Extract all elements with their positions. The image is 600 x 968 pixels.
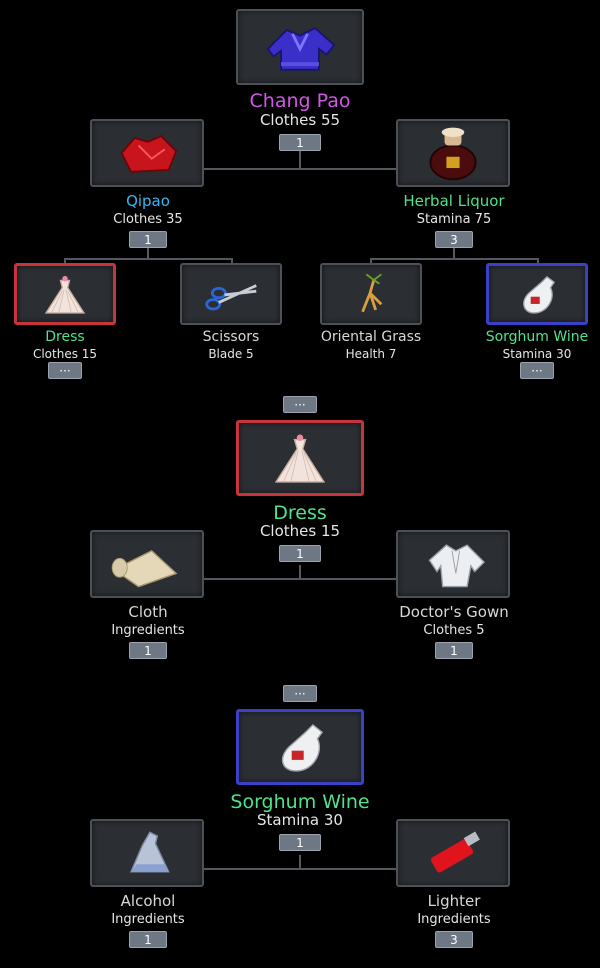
item-name: Oriental Grass: [320, 329, 422, 345]
item-slot-cloth[interactable]: [90, 530, 204, 598]
item-name: Dress: [273, 502, 327, 524]
item-name: Dress: [45, 329, 85, 345]
connector: [299, 855, 301, 869]
item-slot-sorghum-wine[interactable]: [236, 709, 364, 785]
lighter-icon: [430, 831, 480, 873]
connector: [453, 248, 455, 259]
item-name: Chang Pao: [249, 90, 351, 112]
flask-icon: [129, 831, 170, 873]
item-stat: Clothes 5: [423, 623, 485, 638]
item-stat: Ingredients: [417, 912, 491, 927]
cloth-roll-icon: [111, 549, 178, 588]
item-name: Doctor's Gown: [399, 603, 509, 621]
item-stat: Stamina 75: [416, 212, 492, 227]
connector: [370, 258, 372, 266]
more-button[interactable]: ···: [283, 685, 317, 702]
count-badge: 1: [279, 545, 321, 562]
connector: [64, 258, 232, 260]
item-stat: Stamina 30: [257, 811, 343, 829]
item-name: Alcohol: [120, 892, 176, 910]
item-slot-herbal-liquor[interactable]: [396, 119, 510, 187]
connector: [537, 258, 539, 266]
wine-bottle-icon: [281, 723, 324, 772]
item-stat: Ingredients: [111, 623, 185, 638]
item-slot-scissors[interactable]: [180, 263, 282, 325]
item-name: Lighter: [427, 892, 481, 910]
item-name: Qipao: [126, 192, 170, 210]
connector: [204, 168, 398, 170]
robe-icon: [266, 26, 336, 71]
more-button[interactable]: ···: [48, 362, 82, 379]
liquor-jar-icon: [429, 127, 477, 181]
count-badge: 1: [435, 642, 473, 659]
item-slot-lighter[interactable]: [396, 819, 510, 887]
more-button[interactable]: ···: [283, 396, 317, 413]
item-slot-sorghum-wine[interactable]: [486, 263, 588, 325]
item-stat: Blade 5: [208, 347, 254, 361]
item-stat: Stamina 30: [502, 347, 572, 361]
item-name: Cloth: [128, 603, 168, 621]
count-badge: 1: [279, 134, 321, 151]
count-badge: 3: [435, 231, 473, 248]
count-badge: 1: [129, 231, 167, 248]
item-name: Sorghum Wine: [230, 791, 370, 813]
item-name: Scissors: [202, 329, 260, 345]
count-badge: 3: [435, 931, 473, 948]
item-stat: Health 7: [345, 347, 397, 361]
gown-icon: [428, 544, 486, 588]
connector: [299, 145, 301, 169]
connector: [299, 565, 301, 579]
count-badge: 1: [279, 834, 321, 851]
item-name: Sorghum Wine: [485, 329, 589, 345]
item-slot-oriental-grass[interactable]: [320, 263, 422, 325]
item-slot-dress[interactable]: [14, 263, 116, 325]
connector: [204, 868, 398, 870]
wine-bottle-icon: [523, 275, 556, 314]
connector: [231, 258, 233, 266]
item-stat: Clothes 35: [113, 212, 183, 227]
connector: [147, 248, 149, 259]
item-name: Herbal Liquor: [403, 192, 505, 210]
count-badge: 1: [129, 642, 167, 659]
count-badge: 1: [129, 931, 167, 948]
dress-icon: [274, 434, 326, 483]
item-stat: Clothes 15: [32, 347, 98, 361]
item-stat: Clothes 55: [259, 111, 341, 129]
item-slot-dress[interactable]: [236, 420, 364, 496]
scissors-icon: [205, 284, 257, 311]
item-slot-chang-pao[interactable]: [236, 9, 364, 85]
item-slot-qipao[interactable]: [90, 119, 204, 187]
item-stat: Ingredients: [111, 912, 185, 927]
dress-icon: [44, 275, 86, 314]
item-slot-alcohol[interactable]: [90, 819, 204, 887]
item-stat: Clothes 15: [259, 522, 341, 540]
qipao-icon: [120, 134, 178, 173]
connector: [370, 258, 538, 260]
ginseng-icon: [361, 273, 383, 313]
connector: [64, 258, 66, 266]
connector: [204, 578, 398, 580]
item-slot-doctors-gown[interactable]: [396, 530, 510, 598]
more-button[interactable]: ···: [520, 362, 554, 379]
